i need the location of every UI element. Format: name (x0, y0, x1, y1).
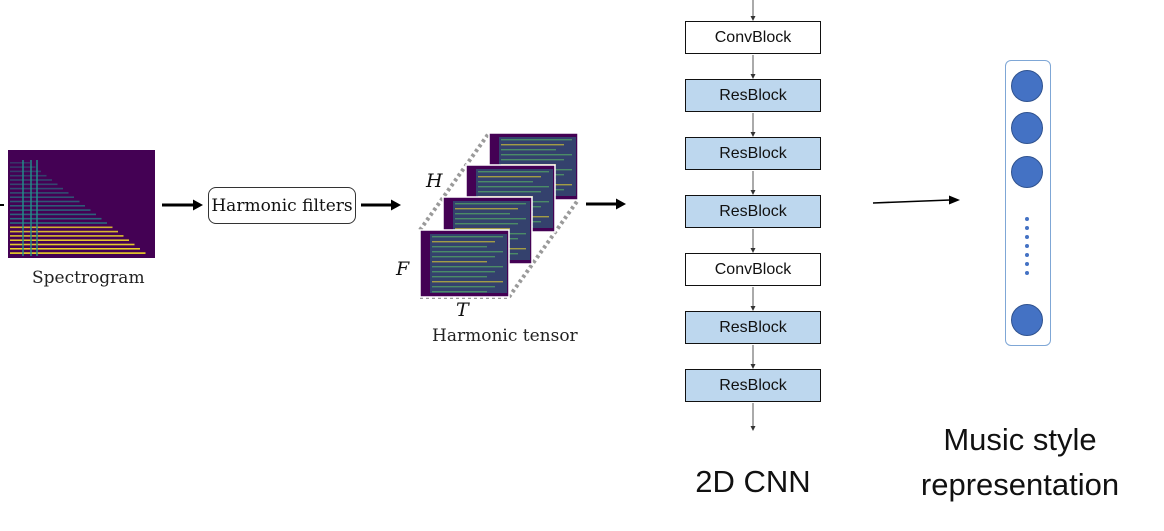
tensor-axis-t: T (456, 299, 469, 321)
vector-node-1 (1011, 70, 1043, 102)
vector-ellipsis-dot (1025, 271, 1029, 275)
tensor-axis-f: F (396, 258, 410, 280)
vector-node-3 (1011, 156, 1043, 188)
vector-ellipsis-dot (1025, 217, 1029, 221)
harmonic-filters-box: Harmonic filters (208, 187, 356, 224)
cnn-block-resblock-4: ResBlock (685, 311, 821, 344)
output-title-line1: Music style (943, 422, 1097, 457)
output-vector (1005, 60, 1051, 346)
cnn-block-resblock-2: ResBlock (685, 137, 821, 170)
vector-ellipsis-dot (1025, 226, 1029, 230)
cnn-block-resblock-5: ResBlock (685, 369, 821, 402)
cnn-block-convblock-1: ConvBlock (685, 21, 821, 54)
output-title-line2: representation (920, 467, 1120, 502)
vector-ellipsis-dot (1025, 235, 1029, 239)
cnn-block-resblock-3: ResBlock (685, 195, 821, 228)
vector-ellipsis-dot (1025, 253, 1029, 257)
harmonic-tensor-label: Harmonic tensor (432, 326, 578, 346)
vector-node-2 (1011, 112, 1043, 144)
cnn-block-resblock-1: ResBlock (685, 79, 821, 112)
spectrogram-label: Spectrogram (32, 268, 145, 288)
cnn-title: 2D CNN (695, 464, 811, 499)
tensor-axis-h: H (426, 170, 443, 192)
cnn-block-convblock-2: ConvBlock (685, 253, 821, 286)
vector-ellipsis-dot (1025, 262, 1029, 266)
vector-node-last (1011, 304, 1043, 336)
vector-ellipsis-dot (1025, 244, 1029, 248)
